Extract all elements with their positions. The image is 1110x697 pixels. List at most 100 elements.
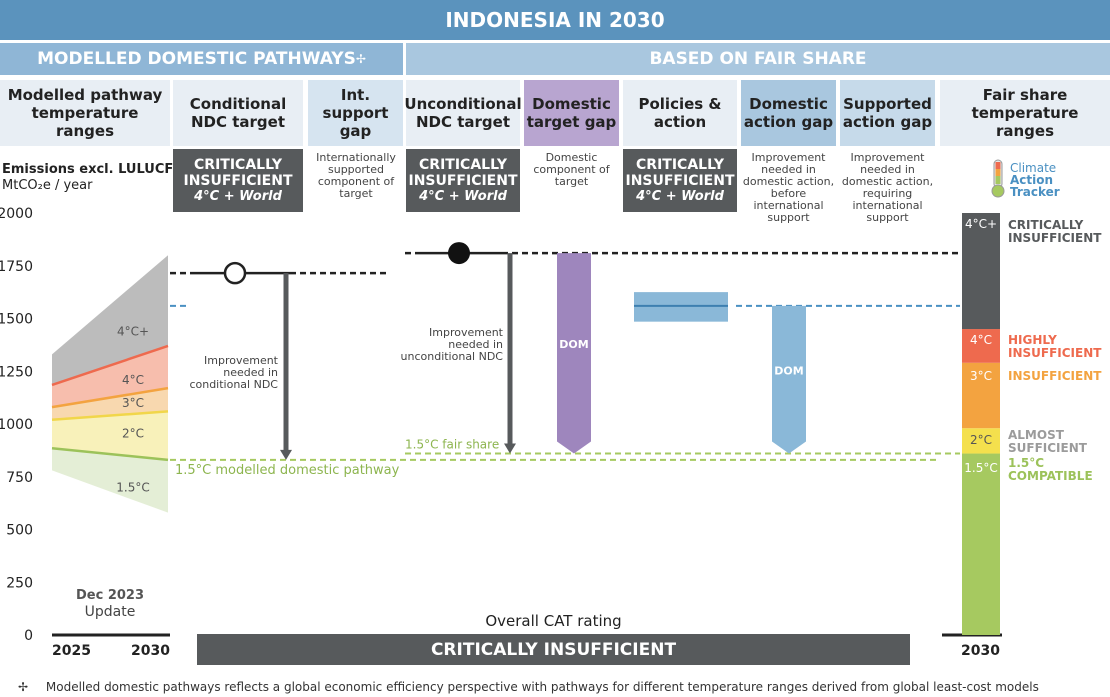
fair-share-segment [962,329,1000,363]
domestic-action-gap-label: DOM [774,364,803,377]
fair-share-segment-label: 3°C [970,369,992,383]
band-label: 3°C [122,396,144,410]
y-tick-label: 1250 [0,364,33,380]
unconditional-arrow-head [504,443,516,454]
pathway-boundary-line [51,447,169,462]
col-domestic-target-gap: Domestic target gap [524,80,619,146]
note-domestic-action: Improvement needed in domestic action, b… [742,151,835,224]
fair-share-segment [962,213,1000,330]
col-policies: Policies & action [623,80,737,146]
x-tick-2025: 2025 [52,643,91,659]
cat-logo: Climate Action Tracker [988,158,1098,200]
col-domestic-action-gap: Domestic action gap [741,80,836,146]
fair-share-rating-line: COMPATIBLE [1008,469,1093,483]
fair-share-rating-line: 1.5°C [1008,456,1044,470]
rating-sub: 4°C + World [194,188,282,204]
y-tick-label: 750 [6,470,33,486]
improvement-conditional-label: Improvement [204,354,279,367]
overall-rating-label: Overall CAT rating [485,612,622,630]
rating-sub: 4°C + World [636,188,724,204]
conditional-arrow-head [280,449,292,460]
policies-range-box [634,292,728,322]
y-axis-label: Emissions excl. LULUCF [2,162,174,177]
rating-sub: 4°C + World [419,188,507,204]
fair-share-rating: INSUFFICIENT [1008,369,1102,383]
fair-share-segment [962,362,1000,429]
y-tick-label: 2000 [0,206,33,222]
rating-label: CRITICALLY INSUFFICIENT [183,156,293,189]
col-conditional: Conditional NDC target [173,80,303,146]
note-int-support: Internationally supported component of t… [316,151,396,200]
logo-line3: Tracker [1010,185,1060,199]
col-int-support: Int. support gap [308,80,403,146]
band-label: 1.5°C [116,481,149,495]
fair-share-rating-line: ALMOST [1008,428,1065,442]
y-tick-label: 1500 [0,312,33,328]
improvement-unconditional-label: Improvement [429,326,504,339]
pathway-boundary-line [51,386,169,409]
improvement-conditional-label: conditional NDC [189,378,278,391]
col-supported-action-gap: Supported action gap [840,80,935,146]
conditional-ndc-marker [223,261,247,285]
improvement-unconditional-label: needed in [448,338,503,351]
note-supported-action: Improvement needed in domestic action, r… [841,151,934,224]
fair-share-rating-line: HIGHLY [1008,333,1057,347]
fair-share-rating-line: SUFFICIENT [1008,441,1088,455]
page-title: INDONESIA IN 2030 [0,0,1110,40]
y-tick-label: 0 [24,628,33,644]
fair-share-segment [962,453,1000,635]
section-modelled: MODELLED DOMESTIC PATHWAYS✢ [0,43,403,75]
rating-unconditional: CRITICALLY INSUFFICIENT 4°C + World [406,149,520,212]
footnote-mark: ✢ [355,52,366,66]
fair-share-rating-line: CRITICALLY [1008,218,1084,232]
modelled-1-5-label: 1.5°C modelled domestic pathway [175,463,400,478]
section-fairshare: BASED ON FAIR SHARE [406,43,1110,75]
fair-share-segment-label: 2°C [970,433,992,447]
note-domestic-target: Domestic component of target [533,151,610,188]
rating-label: CRITICALLY INSUFFICIENT [408,156,518,189]
fair-share-segment [962,428,1000,454]
section-modelled-label: MODELLED DOMESTIC PATHWAYS [37,49,356,69]
update-line2: Update [84,604,136,620]
fair-share-rating-line: INSUFFICIENT [1008,231,1102,245]
footnote: ✢ Modelled domestic pathways reflects a … [18,680,1039,694]
thermometer-icon [991,159,1005,198]
domestic-action-gap-bar [772,305,806,454]
x-tick-2030: 2030 [131,643,170,659]
y-tick-label: 1750 [0,259,33,275]
pathway-band [52,388,168,420]
update-line1: Dec 2023 [75,588,145,603]
rating-policies: CRITICALLY INSUFFICIENT 4°C + World [623,149,737,212]
pathway-band [52,411,168,460]
rating-label: CRITICALLY INSUFFICIENT [625,156,735,189]
unconditional-ndc-marker [448,242,470,265]
pathway-boundary-line [51,344,169,387]
rating-conditional: CRITICALLY INSUFFICIENT 4°C + World [173,149,303,212]
footnote-mark: ✢ [18,680,29,694]
fair-share-rating-line: INSUFFICIENT [1008,369,1102,383]
overall-rating: CRITICALLY INSUFFICIENT [197,634,910,665]
fair-share-segment-label: 4°C [970,333,992,347]
col-unconditional: Unconditional NDC target [404,80,522,146]
footnote-text: Modelled domestic pathways reflects a gl… [45,680,1039,694]
pathway-band [52,255,168,385]
y-tick-label: 1000 [0,417,33,433]
col-modelled-ranges: Modelled pathway temperature ranges [0,80,170,146]
pathway-band [52,448,168,513]
band-label: 2°C [122,427,144,441]
logo-line1: Climate [1010,161,1057,175]
fair-share-rating-line: INSUFFICIENT [1008,346,1102,360]
domestic-target-gap-bar [557,253,591,454]
improvement-conditional-label: needed in [223,366,278,379]
col-fair-share: Fair share temperature ranges [940,80,1110,146]
band-label: 4°C [122,373,144,387]
fair-share-segment-label: 4°C+ [965,217,997,231]
improvement-unconditional-label: unconditional NDC [401,350,504,363]
band-label: 4°C+ [117,324,149,338]
fair-share-segment-label: 1.5°C [964,461,997,475]
